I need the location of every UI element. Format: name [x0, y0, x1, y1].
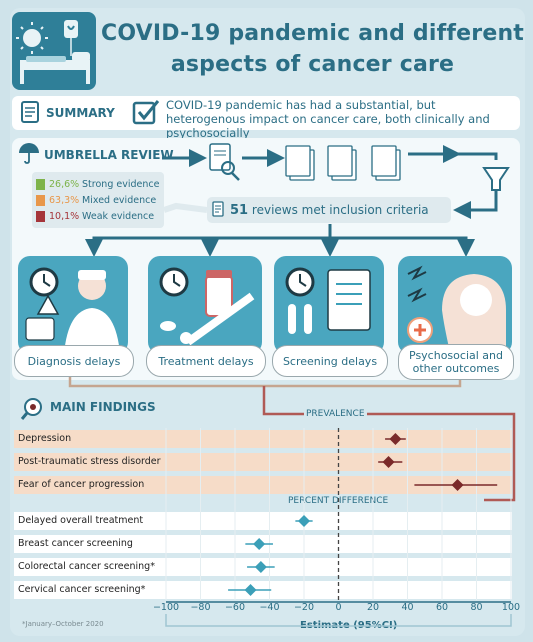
- prevalence-row: [14, 476, 512, 494]
- category-psychosocial: Psychosocial and other outcomes: [398, 344, 514, 380]
- checkbox-check-icon: [132, 99, 160, 125]
- x-tick-label: 40: [401, 602, 414, 613]
- x-tick-label: −80: [190, 602, 211, 613]
- x-tick-label: 0: [335, 602, 342, 613]
- axis-bracket: [165, 614, 512, 627]
- category-screening-delays: Screening delays: [272, 345, 388, 377]
- difference-estimate-marker: [244, 584, 257, 596]
- head-brain-icon: [407, 265, 506, 352]
- summary-text: COVID-19 pandemic has had a substantial,…: [166, 98, 490, 140]
- difference-row-label: Cervical cancer screening*: [18, 584, 146, 595]
- difference-estimate-marker: [254, 561, 267, 573]
- evidence-strong: 26,6% Strong evidence: [36, 179, 159, 190]
- x-tick-label: −40: [259, 602, 280, 613]
- x-tick-label: −60: [224, 602, 246, 613]
- document-icon: [20, 101, 40, 123]
- difference-row-label: Delayed overall treatment: [18, 515, 144, 526]
- doctor-icon: [25, 267, 120, 354]
- x-tick-label: 20: [366, 602, 380, 613]
- summary-label: SUMMARY: [46, 106, 115, 120]
- prevalence-row-label: Depression: [18, 433, 72, 444]
- prevalence-row: [14, 430, 512, 448]
- title-line-1: COVID-19 pandemic and different: [100, 21, 525, 46]
- footnote: *January–October 2020: [22, 620, 104, 628]
- mixed-evidence-swatch: [36, 195, 45, 206]
- prevalence-estimate-marker: [389, 433, 402, 445]
- syringe-pills-icon: [159, 267, 255, 346]
- difference-row-label: Breast cancer screening: [18, 538, 133, 549]
- prevalence-row-label: Post-traumatic stress disorder: [18, 456, 161, 467]
- reviews-box: [207, 197, 451, 223]
- summary-box: [12, 96, 520, 130]
- diagnosis-tile: [18, 256, 128, 354]
- funnel-icon: [482, 167, 510, 191]
- weak-evidence-swatch: [36, 211, 45, 222]
- category-diagnosis-delays: Diagnosis delays: [14, 345, 134, 377]
- magnifier-eye-icon: [20, 397, 44, 421]
- main-findings-label: MAIN FINDINGS: [50, 400, 156, 414]
- prevalence-label: PREVALENCE: [304, 409, 367, 419]
- page-title: COVID-19 pandemic and different aspects …: [100, 18, 525, 80]
- title-line-2: aspects of cancer care: [170, 52, 455, 77]
- difference-estimate-marker: [253, 538, 266, 550]
- umbrella-review-label: UMBRELLA REVIEW: [44, 148, 174, 162]
- x-tick-label: 80: [470, 602, 483, 613]
- x-tick-label: 60: [435, 602, 449, 613]
- prevalence-estimate-marker: [451, 479, 464, 491]
- search-document-icon: [209, 143, 240, 181]
- category-treatment-delays: Treatment delays: [146, 345, 266, 377]
- x-tick-label: −20: [293, 602, 315, 613]
- psychosocial-tile: [398, 256, 512, 354]
- clipboard-tubes-icon: [285, 267, 371, 334]
- difference-row-label: Colorectal cancer screening*: [18, 561, 155, 572]
- hospital-bed-icon: [12, 12, 96, 90]
- difference-row: [14, 512, 512, 530]
- umbrella-icon: [18, 142, 40, 164]
- strong-evidence-swatch: [36, 179, 45, 190]
- x-tick-label: −100: [152, 602, 180, 613]
- document-small-icon: [212, 201, 224, 221]
- evidence-legend: [32, 172, 164, 228]
- x-tick-label: 100: [501, 602, 521, 613]
- screening-tile: [274, 256, 384, 354]
- evidence-weak: 10,1% Weak evidence: [36, 211, 154, 222]
- prevalence-row-label: Fear of cancer progression: [18, 479, 145, 490]
- paper-stack-icons: [285, 145, 401, 181]
- reviews-text: 51 reviews met inclusion criteria: [230, 203, 429, 218]
- prevalence-estimate-marker: [382, 456, 395, 468]
- treatment-tile: [148, 256, 262, 354]
- evidence-mixed: 63,3% Mixed evidence: [36, 195, 156, 206]
- difference-estimate-marker: [298, 515, 310, 527]
